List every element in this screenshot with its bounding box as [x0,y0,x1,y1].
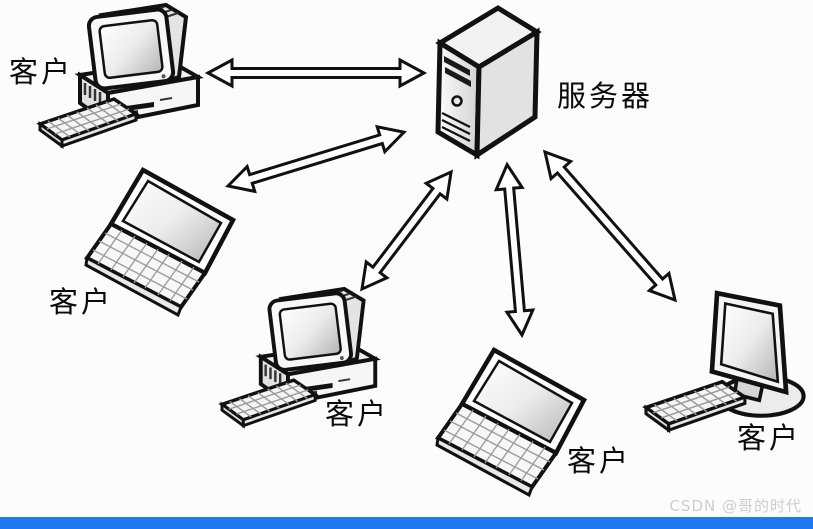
double-arrow-laptopleft-server [224,124,407,194]
double-arrow-monitorright-server [542,149,678,303]
client-label-bottom-center: 客户 [567,444,632,478]
client-label-bottom-right: 客户 [737,421,802,455]
double-arrow-desktopbottom-server [360,169,453,292]
client-label-bottom-center-left: 客户 [325,397,390,431]
footer-accent-bar [0,517,813,529]
client-label-middle-left: 客户 [49,285,114,319]
server-tower-icon [435,5,542,160]
double-arrow-laptopbottom-server [493,161,536,339]
laptop-icon-bottom [437,350,584,495]
watermark-text: CSDN @哥的时代 [669,497,802,515]
client-label-top-left: 客户 [9,55,74,89]
server-label: 服务器 [557,79,654,113]
double-arrow-topleft-server [204,57,428,89]
lcd-monitor-icon-bottom-right [646,293,804,430]
